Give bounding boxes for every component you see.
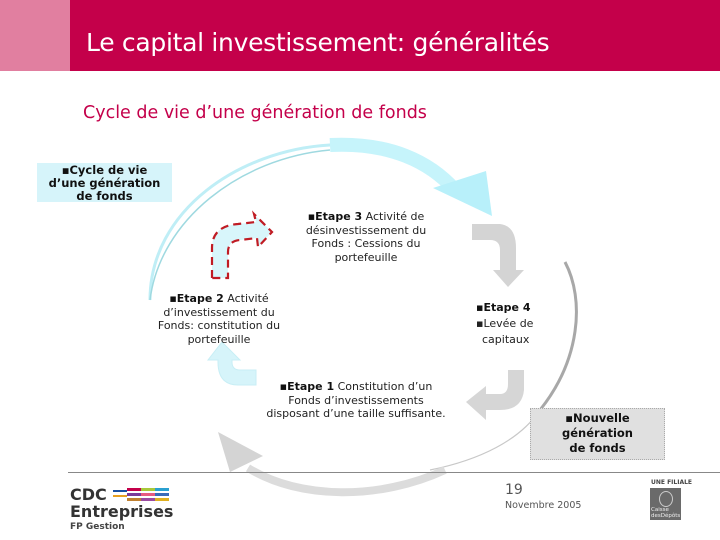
arrowhead-grey-icon [218,432,263,472]
new-generation-box: ▪Nouvelle génération de fonds [530,408,665,460]
new-generation-line2: génération [562,426,633,440]
grey-arc-right-icon [538,261,578,411]
step-3-line: portefeuille [334,250,398,264]
step-2-line: portefeuille [187,332,251,346]
cycle-label-line1: ▪Cycle de vie [61,163,148,177]
step-1-line: disposant d’une taille suffisante. [266,407,446,420]
depots-text: desDépôts [651,513,681,519]
step-4-label: ▪Etape 4 ▪Levée de capitaux [476,300,546,348]
step-1-title: ▪Etape 1 [279,380,335,393]
logo-stripes-icon [112,487,169,501]
step-3-line: Fonds : Cessions du [311,237,421,250]
step-2-line: d’investissement du [163,305,275,319]
step-1-line: Fonds d’investissements [288,393,424,407]
page-title: Le capital investissement: généralités [86,28,550,57]
step-2-title: ▪Etape 2 [169,292,224,305]
header-bar: Le capital investissement: généralités [0,0,720,71]
cycle-label-line2: d’une génération [48,176,161,190]
step-3-label: ▪Etape 3 Activité de désinvestissement d… [290,210,442,264]
bent-arrow-grey-left-icon [466,370,524,420]
slide-subtitle: Cycle de vie d’une génération de fonds [83,103,427,123]
footer-divider [68,472,720,473]
cycle-label-box: ▪Cycle de vie d’une génération de fonds [37,163,172,203]
step-4-title: ▪Etape 4 [476,301,531,314]
step-4-line: ▪Levée de [476,317,534,330]
new-generation-line1: ▪Nouvelle [565,411,630,425]
cdc-entreprises-logo: CDC Entreprises [70,486,173,520]
filiale-label: UNE FILIALE [651,479,693,486]
step-4-line: capitaux [482,333,530,346]
bent-arrow-red-dashed-icon [210,210,274,280]
arrowhead-cyan-icon [433,171,492,216]
logo-text-entreprises: Entreprises [70,502,174,521]
bent-arrow-cyan-up-icon [206,341,257,386]
bent-arrow-grey-down-icon [472,224,524,287]
step-1-label: ▪Etape 1 Constitution d’un Fonds d’inves… [254,380,458,421]
caisse-depots-logo: Caisse desDépôts [650,488,681,520]
page-number: 19 [505,482,523,498]
step-2-line: Fonds: constitution du [157,319,281,332]
curved-arrow-bottom-icon [245,464,447,497]
caisse-depots-text: Caisse desDépôts [651,507,680,519]
seal-icon [659,491,673,507]
footer-date: Novembre 2005 [505,500,582,511]
step-2-text: Activité [223,292,269,305]
step-3-text: Activité de [362,210,425,223]
step-3-title: ▪Etape 3 [307,210,363,223]
step-3-line: désinvestissement du [305,223,427,237]
header-accent [0,0,70,71]
step-2-label: ▪Etape 2 Activité d’investissement du Fo… [146,292,292,346]
step-1-text: Constitution d’un [334,380,433,393]
cycle-label-line3: de fonds [76,189,133,203]
new-generation-line3: de fonds [569,441,626,455]
logo-subtitle: FP Gestion [70,522,125,532]
logo-text-cdc: CDC [70,485,107,504]
caisse-text: Caisse [651,507,669,513]
